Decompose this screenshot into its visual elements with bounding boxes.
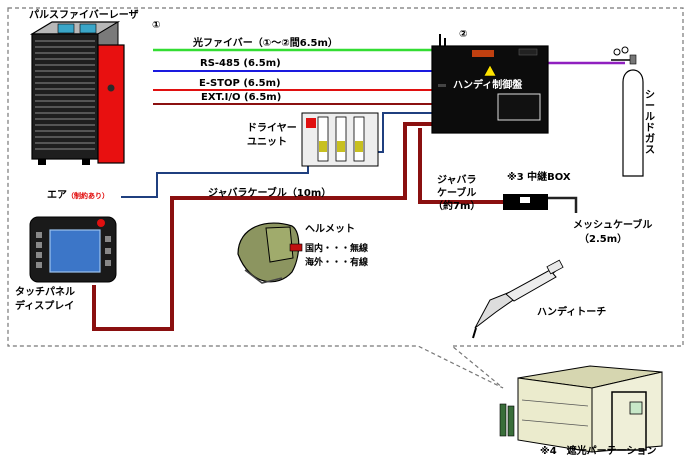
relay-box-label: ※3 中継BOX (507, 172, 571, 183)
fiber-laser-unit (29, 21, 125, 165)
fiber-laser-title: パルスファイバーレーザ (29, 10, 139, 21)
dashed-frame (7, 7, 684, 389)
helmet-label: ヘルメット (305, 224, 355, 235)
mesh-cable-label-2: （2.5m） (579, 234, 628, 245)
air-note: （制約あり） (67, 192, 109, 200)
air-label: エア（制約あり） (47, 190, 109, 202)
partition-booth (499, 365, 663, 453)
torch-label: ハンディトーチ (537, 307, 607, 318)
relay-box (503, 194, 548, 210)
air-text: エア (47, 190, 67, 201)
bellows-cable-short (418, 128, 503, 204)
air-cable-a (121, 165, 309, 198)
bellows-short-label-2: ケーブル (437, 188, 477, 199)
handy-torch (472, 259, 564, 339)
controller-label: ハンディ制御盤 (453, 80, 523, 91)
helmet-overseas: 海外・・・有線 (305, 258, 369, 268)
helmet-domestic: 国内・・・無線 (305, 244, 369, 254)
bellows-short-label-1: ジャバラ (437, 175, 477, 186)
touch-panel (29, 216, 117, 283)
dryer-label-1: ドライヤー (247, 123, 297, 134)
number-2: ② (459, 29, 468, 40)
air-cable-b (378, 112, 433, 153)
extio-label: EXT.I/O (6.5m) (201, 92, 282, 103)
number-1: ① (152, 20, 161, 31)
rs485-label: RS-485 (6.5m) (200, 58, 281, 69)
helmet (237, 222, 303, 284)
estop-label: E-STOP (6.5m) (199, 78, 281, 89)
gas-cylinder (611, 46, 644, 177)
touch-panel-label-2: ディスプレイ (15, 301, 75, 312)
handy-controller (431, 34, 549, 134)
bellows-short-label-3: （約7m） (433, 201, 481, 212)
fiber-cable-label: 光ファイバー（①～②間6.5m） (193, 38, 338, 49)
touch-panel-label-1: タッチパネル (15, 287, 75, 298)
mesh-cable-label-1: メッシュケーブル (573, 220, 653, 231)
bellows-long-label: ジャバラケーブル（10m） (208, 188, 332, 199)
dryer-unit (301, 112, 379, 167)
bellows-cable-long (92, 122, 433, 331)
shield-gas-label: シールドガス (645, 90, 655, 156)
mesh-cable (548, 196, 578, 213)
partition-label: ※4 遮光パーテーション (540, 446, 657, 457)
dryer-label-2: ユニット (247, 137, 287, 148)
